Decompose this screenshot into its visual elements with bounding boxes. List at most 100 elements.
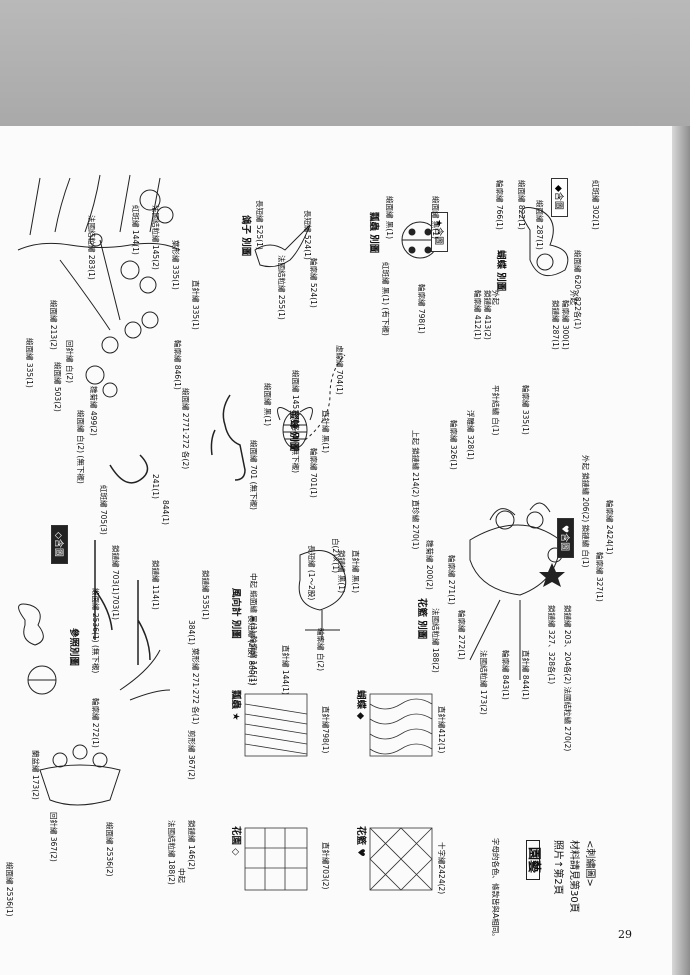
- stitch-label: 長短繡 (1～2股): [307, 545, 316, 601]
- flower-stem: [59, 239, 121, 331]
- flower: [139, 189, 161, 211]
- butterfly-wings: [521, 207, 569, 277]
- flower: [141, 311, 159, 329]
- ladybug-spot: [408, 228, 416, 236]
- stitch-label: 輪廓繡 326(1): [449, 420, 458, 470]
- stitch-label: 法國結粒繡 173(2): [479, 650, 488, 715]
- stitch-label: 中起: [177, 868, 186, 883]
- stitch-label: 緞面繡 黑(1): [431, 196, 440, 240]
- pattern-stitch-piaochong: 直針繡798(1): [321, 706, 330, 754]
- flower: [156, 206, 174, 224]
- garden-flower: [92, 752, 108, 768]
- stitch-label: 直針繡 335(1): [191, 280, 200, 330]
- pattern-label-hualan: 花籃 ♥: [355, 826, 366, 857]
- include-tag-1: ◇含圖: [51, 525, 68, 564]
- letter-y-outline: [137, 580, 151, 665]
- flower: [89, 233, 103, 247]
- flower: [139, 276, 157, 294]
- pattern-stitch-hudie: 直針繡412(1): [437, 706, 446, 754]
- stitch-label: 上起 鎖鏈繡 214(2) 直珍繡 270(1): [411, 430, 420, 550]
- flower: [85, 365, 105, 385]
- stitch-label: 直針繡 844(1): [521, 650, 530, 700]
- windvane-bird: [298, 550, 347, 611]
- pattern-label-piaochong: 瓢蟲 ★: [230, 690, 241, 721]
- flower: [120, 260, 140, 280]
- stitch-label: 虹斑繡 144(1): [131, 205, 140, 255]
- include-tag-2: ♥含圖: [557, 518, 574, 559]
- windvane-pole: [305, 610, 340, 640]
- stitch-label: 葉形繡 271·272 各(1): [191, 648, 200, 725]
- stitch-label: 鎖鏈繡 287(1): [551, 300, 560, 350]
- letter-z-outline: [210, 394, 246, 481]
- grass-stem: [29, 174, 161, 236]
- pattern-grids: [244, 693, 433, 891]
- include-tag-4: ◆含圖: [551, 178, 568, 217]
- butterfly-spot: [536, 253, 554, 271]
- garden-basket: [39, 764, 121, 806]
- stitch-label: 輪廓繡 524(1): [309, 258, 318, 308]
- page-edge-shadow: [672, 126, 690, 975]
- pattern-label-hudie: 蝴蝶 ◆: [355, 690, 366, 720]
- stitch-label: 直針繡 黑(1): [321, 410, 330, 454]
- stitch-label: 輪廓繡 2424(1): [605, 500, 614, 555]
- stitch-label: 鎖鏈繡 146(2): [187, 820, 196, 870]
- pattern-box-piaochong: [244, 693, 308, 757]
- section-basket: 花籃 別圖: [416, 598, 427, 640]
- bee-body: [282, 411, 308, 449]
- stitch-label: 輪廓繡 843(1): [501, 650, 510, 700]
- stitch-label: 輪廓繡 335(1): [521, 385, 530, 435]
- star-mark: [539, 563, 565, 587]
- stitch-label: 法國結粒繡 283(1): [87, 215, 96, 280]
- flower: [102, 382, 118, 398]
- pattern-box-hudie: [369, 693, 433, 757]
- bee-wings: [277, 407, 313, 421]
- bee-trail: [304, 354, 346, 441]
- stitch-ref: <刺繡圖>: [584, 840, 595, 887]
- stitch-label: 外起 鎖鏈繡 206(2) 鎖鏈繡 白(1): [581, 455, 590, 568]
- dove-outline: [254, 224, 311, 268]
- stitch-label: 輪廓繡 701(1): [309, 448, 318, 498]
- stitch-label: 緞面繡 503(2): [53, 362, 62, 412]
- stitch-label: 外起: [491, 290, 500, 305]
- bee-stripes: [283, 424, 307, 440]
- pattern-label-huayuan: 花園 ◇: [230, 826, 241, 856]
- section-birds: 鴿子 別圖: [240, 215, 251, 257]
- garden-flower: [52, 752, 68, 768]
- stitch-label: 鎖鏈繡 114(1): [151, 560, 160, 610]
- stitch-label: 輪廓繡 798(1): [417, 284, 426, 334]
- stitch-label: 回針繡 367(2): [49, 812, 58, 862]
- stitch-label: 鎖鏈繡 703(1): [111, 545, 120, 595]
- stitch-label: 384(1): [187, 620, 196, 645]
- section-ladybug: 瓢蟲 別圖: [368, 212, 379, 254]
- letter-v-outline: [109, 454, 149, 484]
- stitch-label: 平針結繡 白(1): [491, 385, 500, 436]
- stitch-label: 回針繡 白(2): [65, 340, 74, 384]
- stitch-label: 844(1): [161, 500, 170, 525]
- stitch-label: 直針繡 黑(1): [351, 550, 360, 594]
- page-number: 29: [618, 928, 632, 941]
- stitch-label: 長短繡 524(1): [303, 210, 312, 260]
- stitch-label: 輪廓繡 271(1): [447, 555, 456, 605]
- stitch-label: 白(2)×(1): [331, 538, 340, 574]
- stitch-label: 虹斑繡 705(3): [99, 485, 108, 535]
- basket-flowers: [469, 502, 551, 680]
- section-garden: 參照別圖: [68, 628, 79, 667]
- stitch-label: 長短繡 525(1): [255, 200, 264, 250]
- stitch-label: 輪廓繡 300(1): [561, 300, 570, 350]
- stitch-label: 緞面繡 213(2): [49, 300, 58, 350]
- stitch-label: 緞面繡 822(1): [517, 180, 526, 230]
- stitch-label: 輪廓繡 白(2): [316, 628, 325, 672]
- stitch-label: 輪廓繡 272(1): [91, 698, 100, 748]
- stitch-label: 虛線繡 704(1): [335, 345, 344, 395]
- tall-stems: [119, 649, 171, 701]
- stitch-label: 輪廓繡 846(1): [173, 340, 182, 390]
- stitch-label: 剪形繡 367(2): [187, 730, 196, 780]
- stitch-label: 緞面繡 287(1): [535, 200, 544, 250]
- photo-ref: 照片↑第2頁: [552, 840, 563, 895]
- stitch-label: 緞面繡 白(2) (無下襯): [76, 410, 85, 484]
- letter-y-outline: [94, 540, 113, 640]
- stitch-label: 虹斑繡 黑(1) (有下襯): [381, 262, 390, 336]
- small-butterfly: [18, 603, 44, 646]
- stitch-label: 緞面繡 2536(1) (無下襯): [91, 588, 100, 674]
